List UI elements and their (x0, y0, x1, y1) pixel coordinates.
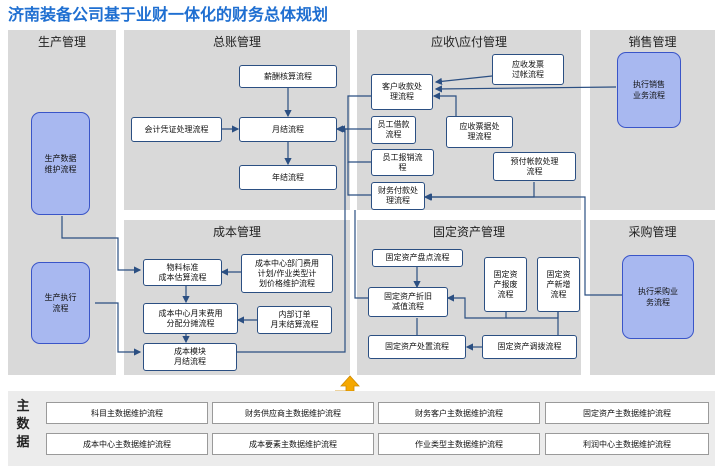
node-production-data-maintenance[interactable]: 生产数据 维护流程 (31, 112, 90, 215)
node-customer-receipt[interactable]: 客户收款处 理流程 (371, 74, 433, 110)
node-fa-disposal[interactable]: 固定资产处置流程 (368, 335, 466, 359)
panel-title-ar-ap: 应收\应付管理 (430, 35, 508, 49)
node-salary-accounting[interactable]: 薪酬核算流程 (239, 65, 337, 88)
md-gl-account[interactable]: 科目主数据维护流程 (46, 402, 208, 424)
md-vendor[interactable]: 财务供应商主数据维护流程 (212, 402, 374, 424)
node-internal-order-settlement[interactable]: 内部订单 月末结算流程 (257, 306, 332, 334)
node-fa-transfer[interactable]: 固定资产调拨流程 (482, 335, 577, 359)
node-fa-addition[interactable]: 固定资 产新增 流程 (537, 257, 580, 312)
node-sales-execution[interactable]: 执行销售 业务流程 (617, 52, 681, 128)
node-prepayment[interactable]: 预付帐款处理 流程 (493, 152, 576, 181)
node-staff-reimbursement[interactable]: 员工报销流 程 (371, 149, 434, 176)
panel-title-general-ledger: 总账管理 (212, 35, 261, 49)
page-title: 济南装备公司基于业财一体化的财务总体规划 (8, 5, 329, 24)
node-annual-close[interactable]: 年结流程 (239, 165, 337, 190)
node-cost-center-month-end[interactable]: 成本中心月末费用 分配分摊流程 (143, 303, 238, 334)
node-fa-inventory[interactable]: 固定资产盘点流程 (372, 249, 463, 267)
md-customer[interactable]: 财务客户主数据维护流程 (378, 402, 540, 424)
node-dept-cost-planning[interactable]: 成本中心部门费用 计划/作业类型计 划价格维护流程 (241, 254, 333, 293)
md-cost-center[interactable]: 成本中心主数据维护流程 (46, 433, 208, 455)
node-co-month-end[interactable]: 成本模块 月结流程 (143, 343, 237, 371)
node-purchase-execution[interactable]: 执行采购业 务流程 (622, 255, 694, 339)
node-notes-receivable[interactable]: 应收票据处 理流程 (446, 116, 513, 148)
node-finance-payment[interactable]: 财务付款处 理流程 (371, 182, 425, 210)
node-ar-invoice-posting[interactable]: 应收发票 过帐流程 (492, 54, 564, 85)
panel-title-purchase: 采购管理 (628, 225, 677, 239)
node-fa-scrap[interactable]: 固定资 产报废 流程 (484, 257, 527, 312)
node-staff-loan[interactable]: 员工借款 流程 (371, 116, 416, 144)
node-monthly-close[interactable]: 月结流程 (239, 117, 337, 142)
md-activity-type[interactable]: 作业类型主数据维护流程 (378, 433, 540, 455)
panel-title-production: 生产管理 (37, 35, 86, 49)
panel-title-cost: 成本管理 (212, 225, 261, 239)
node-material-standard-cost[interactable]: 物料标准 成本估算流程 (143, 259, 222, 286)
node-production-execution[interactable]: 生产执行 流程 (31, 262, 90, 344)
md-cost-element[interactable]: 成本要素主数据维护流程 (212, 433, 374, 455)
master-data-label: 主 数 据 (16, 399, 30, 450)
panel-title-sales: 销售管理 (628, 35, 677, 49)
panel-title-fixed-assets: 固定资产管理 (432, 225, 505, 239)
node-fa-depreciation[interactable]: 固定资产折旧 减值流程 (368, 287, 448, 317)
node-accounting-voucher[interactable]: 会计凭证处理流程 (131, 117, 222, 142)
md-fixed-asset[interactable]: 固定资产主数据维护流程 (545, 402, 709, 424)
md-profit-center[interactable]: 利润中心主数据维护流程 (545, 433, 709, 455)
up-arrow-icon (335, 375, 360, 392)
